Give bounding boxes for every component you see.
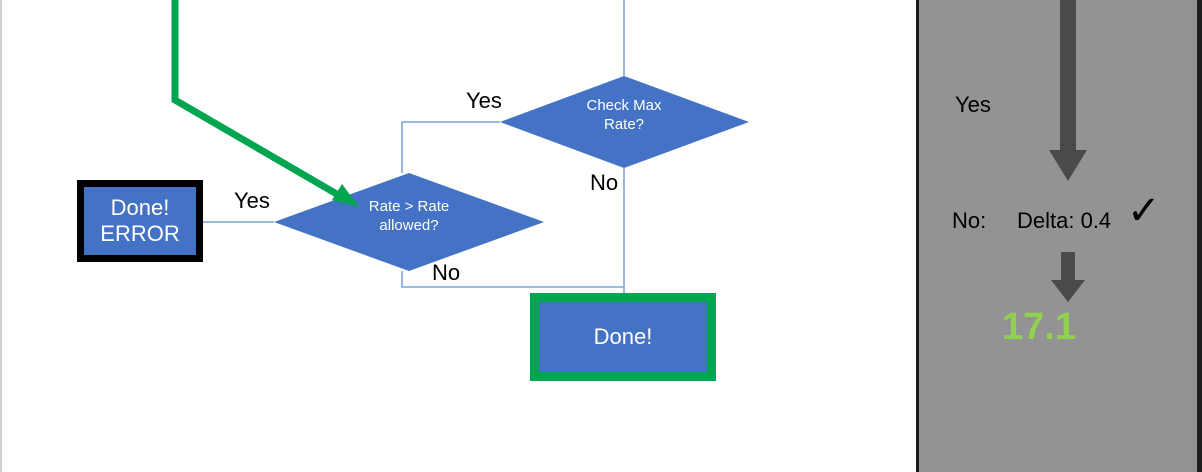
highlight-path-green (171, 0, 349, 204)
result-branch-no-label: No: (952, 208, 987, 233)
connector-no-rate-to-done (401, 271, 624, 288)
process-done-error-line-1: Done! (110, 195, 170, 221)
check-icon: ✓ (1127, 188, 1161, 234)
result-branch-yes-label: Yes (955, 92, 991, 117)
edge-label-no-from-rate: No (432, 260, 461, 285)
edge-label-no-from-check-max: No (590, 170, 619, 195)
result-delta-value: Delta: 0.4 (1017, 208, 1112, 233)
connector-yes-check-max-to-rate (401, 121, 500, 173)
process-done-error-line-2: ERROR (100, 221, 180, 246)
result-panel: Yes No: Delta: 0.4 ✓ 17.1 (916, 0, 1202, 472)
decision-check-max-rate[interactable] (500, 76, 749, 168)
down-arrow-long (1049, 0, 1087, 181)
highlight-path-arrowhead (332, 184, 359, 207)
process-done-error[interactable]: Done! ERROR (77, 180, 203, 262)
process-done[interactable]: Done! (530, 293, 716, 381)
result-final-value: 17.1 (1002, 306, 1076, 348)
flowchart-graphics (171, 0, 749, 293)
edge-label-yes-to-error: Yes (234, 188, 270, 213)
down-arrow-short (1051, 252, 1085, 302)
process-done-line-1: Done! (593, 324, 653, 350)
edge-label-yes-from-check-max: Yes (466, 88, 502, 113)
result-panel-graphics (1049, 0, 1087, 302)
decision-rate-gt-allowed[interactable] (274, 173, 544, 271)
flowchart-panel: Rate > Rate allowed? Check Max Rate? Don… (0, 0, 749, 472)
